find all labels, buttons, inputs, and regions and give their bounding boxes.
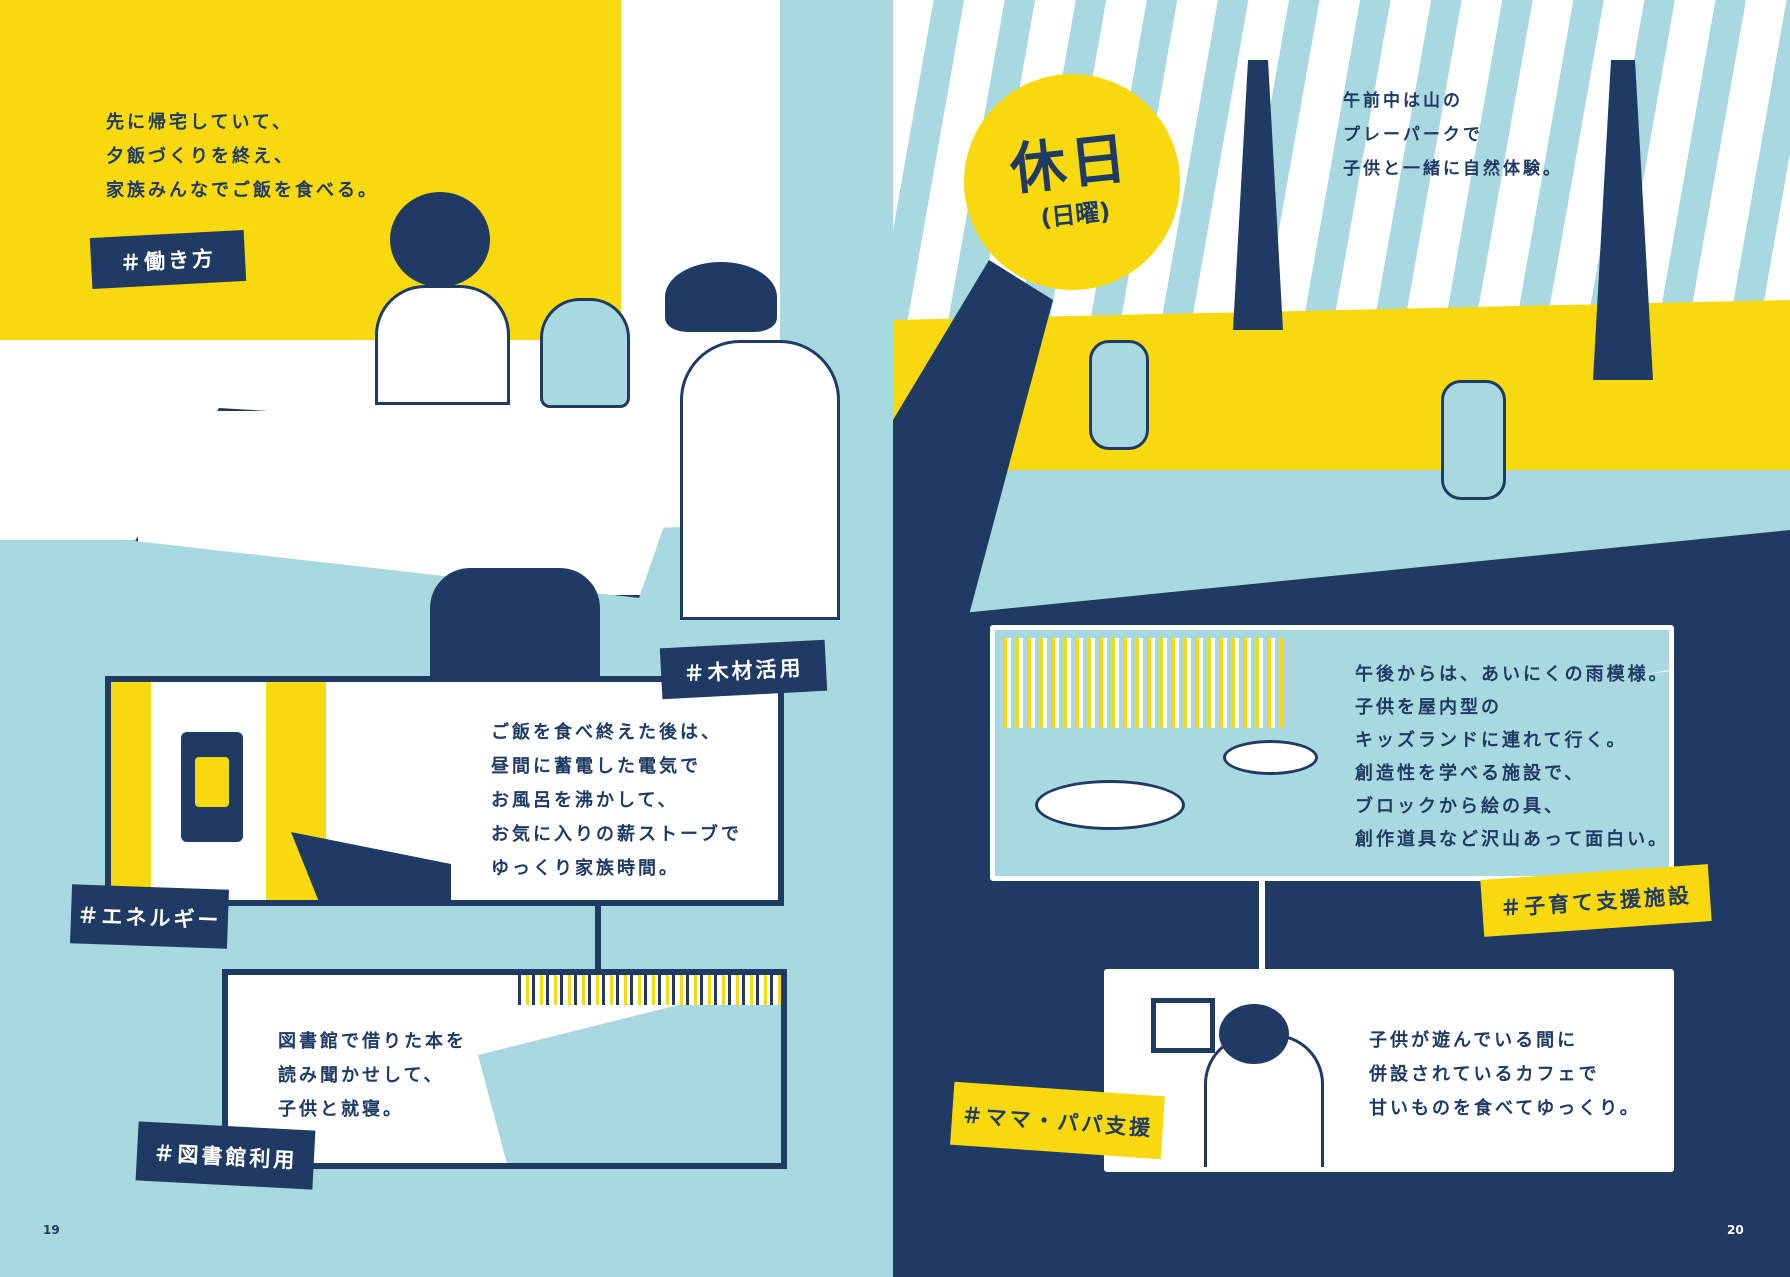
text-line: 図書館で借りた本を [278,1031,467,1052]
text-line: お風呂を沸かして、 [491,790,679,811]
yellow-wall-stripe [111,682,151,900]
text-line: 午前中は山の [1343,91,1463,111]
text-line: 併設されているカフェで [1369,1064,1600,1085]
tag-library: ＃図書館利用 [135,1121,316,1190]
left-page: 先に帰宅していて、 夕飯づくりを終え、 家族みんなでご飯を食べる。 ＃働き方 ＃… [0,0,893,1277]
panel-night: 図書館で借りた本を 読み聞かせして、 子供と就寝。 [222,969,787,1169]
father-hair [665,262,777,332]
child-figure [1441,380,1506,500]
text-line: 創造性を学べる施設で、 [1355,763,1586,784]
child-figure [1089,340,1149,450]
text-line: 家族みんなでご飯を食べる。 [106,180,379,201]
play-table [1223,740,1318,775]
badge-subtitle: (日曜) [1039,196,1112,232]
text-line: 先に帰宅していて、 [106,112,294,133]
right-page: 休日 (日曜) 午前中は山の プレーパークで 子供と一緒に自然体験。 午後からは… [893,0,1790,1277]
morning-text: 午前中は山の プレーパークで 子供と一緒に自然体験。 [1343,84,1563,186]
panel-cafe: 子供が遊んでいる間に 併設されているカフェで 甘いものを食べてゆっくり。 [1104,969,1674,1172]
page-number: 19 [43,1223,60,1237]
text-line: 子供と就寝。 [278,1099,404,1120]
text-line: ゆっくり家族時間。 [491,858,680,879]
text-line: 子供を屋内型の [1355,697,1502,718]
bookshelf [518,975,781,1005]
child-figure [540,298,630,408]
panel-afternoon: 午後からは、あいにくの雨模様。 子供を屋内型の キッズランドに連れて行く。 創造… [990,625,1674,881]
chair [430,568,600,678]
text-line: ブロックから絵の具、 [1355,796,1565,817]
text-line: ご飯を食べ終えた後は、 [491,722,722,743]
text-line: 子供と一緒に自然体験。 [1343,159,1563,179]
text-line: キッズランドに連れて行く。 [1355,730,1628,751]
text-line: プレーパークで [1343,125,1483,145]
text-line: 午後からは、あいにくの雨模様。 [1355,664,1670,685]
afternoon-text: 午後からは、あいにくの雨模様。 子供を屋内型の キッズランドに連れて行く。 創造… [1355,658,1670,856]
panel-evening: ご飯を食べ終えた後は、 昼間に蓄電した電気で お風呂を沸かして、 お気に入りの薪… [105,676,784,906]
father-figure [680,340,840,620]
ground [893,470,1790,620]
fire-icon [195,757,229,807]
stove-room-illustration [111,682,451,900]
tag-work-style: ＃働き方 [89,230,247,289]
play-table [1035,780,1185,830]
text-line: 夕飯づくりを終え、 [106,146,295,167]
tag-wood-use: ＃木材活用 [659,639,828,700]
tag-energy: ＃エネルギー [70,884,229,949]
connector-line [1259,881,1265,969]
page-number: 20 [1727,1223,1744,1237]
mother-figure [375,285,510,405]
connector-line [595,906,601,970]
text-line: 昼間に蓄電した電気で [491,756,701,777]
intro-text: 先に帰宅していて、 夕飯づくりを終え、 家族みんなでご飯を食べる。 [106,106,379,208]
text-line: 創作道具など沢山あって面白い。 [1355,829,1670,850]
mother-hair [390,192,490,287]
night-text: 図書館で借りた本を 読み聞かせして、 子供と就寝。 [278,1025,467,1127]
evening-text: ご飯を食べ終えた後は、 昼間に蓄電した電気で お風呂を沸かして、 お気に入りの薪… [491,716,742,886]
cafe-text: 子供が遊んでいる間に 併設されているカフェで 甘いものを食べてゆっくり。 [1369,1024,1641,1126]
tag-parent-support: ＃ママ・パパ支援 [950,1081,1165,1160]
text-line: 子供が遊んでいる間に [1369,1030,1579,1051]
text-line: 読み聞かせして、 [278,1065,445,1086]
text-line: お気に入りの薪ストーブで [491,824,742,845]
text-line: 甘いものを食べてゆっくり。 [1369,1098,1641,1119]
mother-hair [1219,1004,1289,1064]
badge-title: 休日 [1007,125,1134,203]
cafe-window [1151,998,1215,1053]
bookshelf [1003,638,1283,728]
